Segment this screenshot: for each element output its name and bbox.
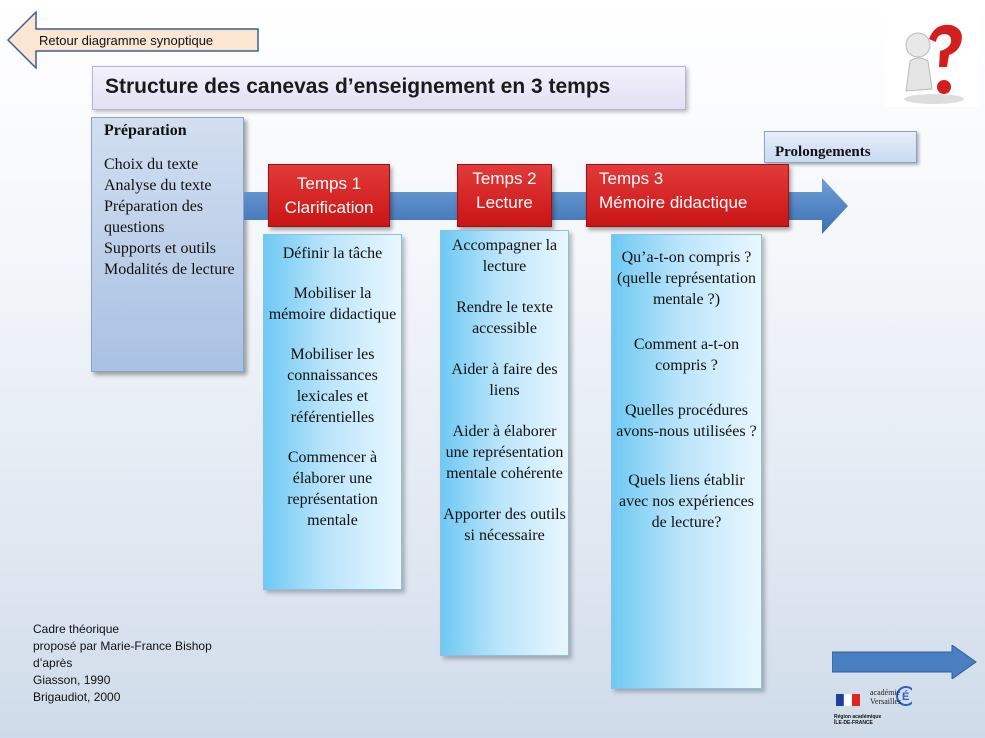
page-title-box: Structure des canevas d’enseignement en … xyxy=(92,66,686,110)
preparation-box: Préparation Choix du texte Analyse du te… xyxy=(91,117,244,372)
temps-3-box: Temps 3 Mémoire didactique xyxy=(586,164,789,227)
temps-3-name: Mémoire didactique xyxy=(599,193,748,212)
column-item: Rendre le texte accessible xyxy=(456,299,553,337)
svg-text:É: É xyxy=(902,690,909,703)
prolongements-box: Prolongements xyxy=(764,131,917,163)
person-with-question-mark-icon xyxy=(904,24,964,104)
credits-line: Giasson, 1990 xyxy=(33,673,111,687)
back-button-label: Retour diagramme synoptique xyxy=(39,33,214,48)
temps-1-number: Temps 1 xyxy=(296,174,362,193)
academie-name: académie Versailles xyxy=(870,688,902,706)
preparation-item: Analyse du texte xyxy=(104,177,212,194)
credits-line: proposé par Marie-France Bishop xyxy=(33,639,212,653)
academie-logo-icon: É xyxy=(836,686,912,707)
credits-line: Brigaudiot, 2000 xyxy=(33,690,121,704)
column-item: Qu’a-t-on compris ? (quelle représentati… xyxy=(616,249,757,308)
column-item: Commencer à élaborer une représentation … xyxy=(287,449,378,529)
column-item: Apporter des outils si nécessaire xyxy=(443,506,566,544)
preparation-item: Modalités de lecture xyxy=(104,261,235,278)
preparation-item: Choix du texte xyxy=(104,156,199,173)
column-item: Aider à faire des liens xyxy=(451,361,558,399)
column-item: Accompagner la lecture xyxy=(451,237,558,275)
column-item: Quels liens établir avec nos expériences… xyxy=(618,472,755,531)
next-arrow-button[interactable] xyxy=(832,645,980,679)
academie-logo: É académie Versailles Région académique … xyxy=(832,680,912,732)
memoire-didactique-column: Qu’a-t-on compris ? (quelle représentati… xyxy=(611,234,762,689)
lecture-column: Accompagner la lecture Rendre le texte a… xyxy=(440,230,569,656)
clarification-column: Définir la tâche Mobiliser la mémoire di… xyxy=(263,234,402,590)
column-item: Mobiliser la mémoire didactique xyxy=(268,285,397,323)
temps-1-box: Temps 1 Clarification xyxy=(268,164,390,227)
temps-3-number: Temps 3 xyxy=(599,169,664,188)
back-to-synoptic-button[interactable]: Retour diagramme synoptique xyxy=(6,11,260,69)
temps-1-name: Clarification xyxy=(284,198,374,217)
region-name: Région académique ÎLE-DE-FRANCE xyxy=(834,714,882,726)
column-item: Aider à élaborer une représentation ment… xyxy=(445,423,564,482)
credits-text: Cadre théorique proposé par Marie-France… xyxy=(33,621,212,706)
column-item: Quelles procédures avons-nous utilisées … xyxy=(616,402,757,440)
column-item: Définir la tâche xyxy=(282,245,383,262)
left-arrow-icon xyxy=(6,11,259,69)
temps-2-name: Lecture xyxy=(476,193,533,212)
preparation-title: Préparation xyxy=(104,122,187,139)
prolongements-label: Prolongements xyxy=(775,144,871,160)
temps-2-box: Temps 2 Lecture xyxy=(457,164,552,227)
credits-line: d’après xyxy=(33,656,73,670)
column-item: Comment a-t-on compris ? xyxy=(633,336,740,374)
column-item: Mobiliser les connaissances lexicales et… xyxy=(287,346,378,426)
credits-line: Cadre théorique xyxy=(33,622,120,636)
preparation-item: Préparation des questions xyxy=(104,198,204,236)
preparation-item: Supports et outils xyxy=(104,240,217,257)
temps-2-number: Temps 2 xyxy=(472,169,537,188)
page-title: Structure des canevas d’enseignement en … xyxy=(105,75,611,98)
help-figure[interactable] xyxy=(884,11,979,107)
